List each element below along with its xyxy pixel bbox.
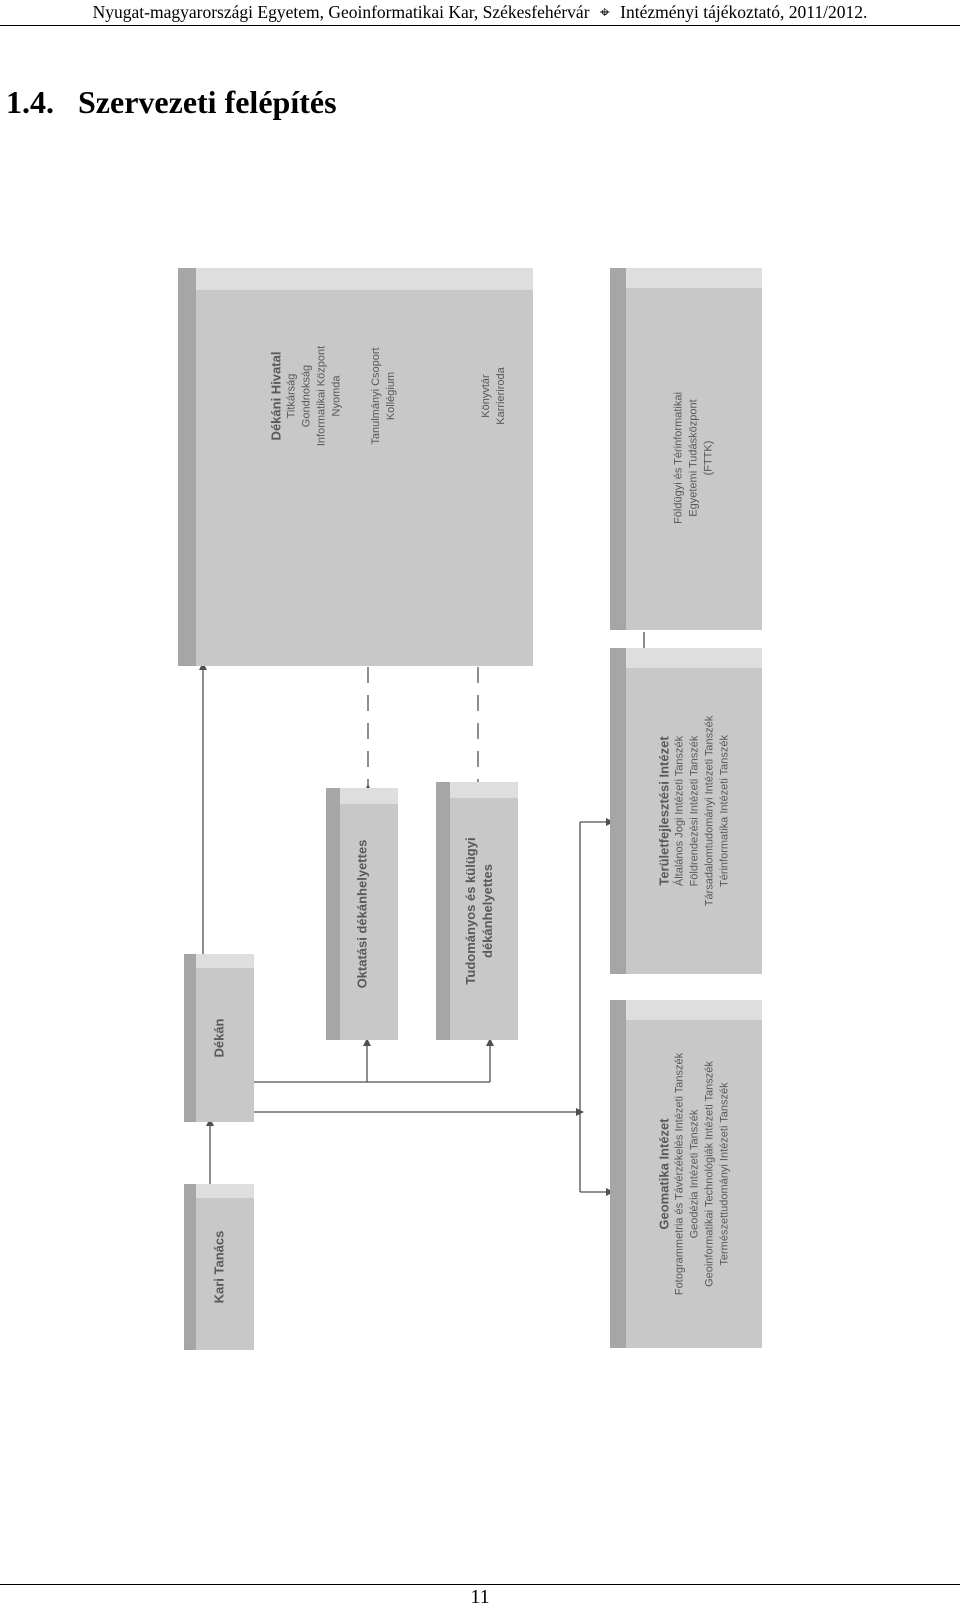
section-heading: 1.4. Szervezeti felépítés	[6, 82, 337, 122]
section-title: Szervezeti felépítés	[78, 84, 337, 120]
geomatika-item: Természettudományi Intézeti Tanszék	[718, 1082, 731, 1266]
teruletfejlesztesi-title: Területfejlesztési Intézet	[656, 736, 672, 886]
dekani-hivatal-item: Karrieriroda	[494, 367, 507, 425]
teruletfejlesztesi-item: Társadalomtudományi Intézeti Tanszék	[703, 715, 716, 907]
geomatika-item: Geodézia Intézeti Tanszék	[688, 1109, 701, 1239]
fttk-title: Földügyi és Térinformatikai	[672, 392, 685, 524]
fttk-title: (FTTK)	[702, 440, 715, 476]
header-document-title: Intézményi tájékoztató, 2011/2012.	[620, 2, 868, 22]
box-teruletfejlesztesi-intezet: Területfejlesztési Intézet Általános Jog…	[610, 648, 762, 974]
geomatika-title: Geomatika Intézet	[656, 1118, 672, 1230]
geomatika-item: Fotogrammetria és Távérzékelés Intézeti …	[673, 1052, 686, 1296]
tudomanyos-title: Tudományos és külügyi	[463, 837, 478, 985]
header-institution: Nyugat-magyarországi Egyetem, Geoinforma…	[92, 2, 590, 22]
section-number: 1.4.	[6, 84, 54, 120]
box-oktatasi-dekanhelyettes: Oktatási dékánhelyettes	[326, 788, 398, 1040]
geomatika-item: Geoinformatikai Technológiák Intézeti Ta…	[703, 1061, 716, 1287]
box-tudomanyos-dekanhelyettes: Tudományos és külügyi dékánhelyettes	[436, 782, 518, 1040]
box-dekan: Dékán	[184, 954, 254, 1122]
dekani-hivatal-item: Informatikai Központ	[315, 345, 327, 447]
dekan-title: Dékán	[211, 1018, 227, 1058]
box-kari-tanacs: Kari Tanács	[184, 1184, 254, 1350]
dekani-hivatal-item: Gondnokság	[300, 364, 312, 428]
dekani-hivatal-item: Tanulmányi Csoport	[369, 347, 382, 445]
oktatasi-title: Oktatási dékánhelyettes	[354, 839, 370, 989]
dekani-hivatal-item: Titkárság	[285, 373, 297, 419]
teruletfejlesztesi-item: Földrendezési Intézeti Tanszék	[688, 735, 701, 887]
tudomanyos-title: dékánhelyettes	[480, 864, 495, 958]
box-geomatika-intezet: Geomatika Intézet Fotogrammetria és Távé…	[610, 1000, 762, 1348]
box-fttk: Földügyi és Térinformatikai Egyetemi Tud…	[610, 268, 762, 630]
org-chart: Dékáni Hivatal Titkárság Gondnokság Info…	[160, 260, 800, 1400]
box-dekani-hivatal: Dékáni Hivatal Titkárság Gondnokság Info…	[178, 268, 533, 666]
dekani-hivatal-item: Könyvtár	[479, 374, 492, 418]
page-number: 11	[0, 1584, 960, 1609]
crosshair-icon: ⌖	[599, 2, 610, 22]
kari-tanacs-title: Kari Tanács	[211, 1230, 227, 1304]
fttk-title: Egyetemi Tudásközpont	[687, 399, 700, 517]
dekani-hivatal-item: Kollégium	[384, 371, 397, 421]
dekani-hivatal-title: Dékáni Hivatal	[268, 351, 283, 441]
running-header: Nyugat-magyarországi Egyetem, Geoinforma…	[0, 0, 960, 26]
dekani-hivatal-item: Nyomda	[330, 375, 342, 417]
teruletfejlesztesi-item: Térinformatika Intézeti Tanszék	[718, 734, 731, 888]
teruletfejlesztesi-item: Általános Jogi Intézeti Tanszék	[673, 735, 686, 887]
